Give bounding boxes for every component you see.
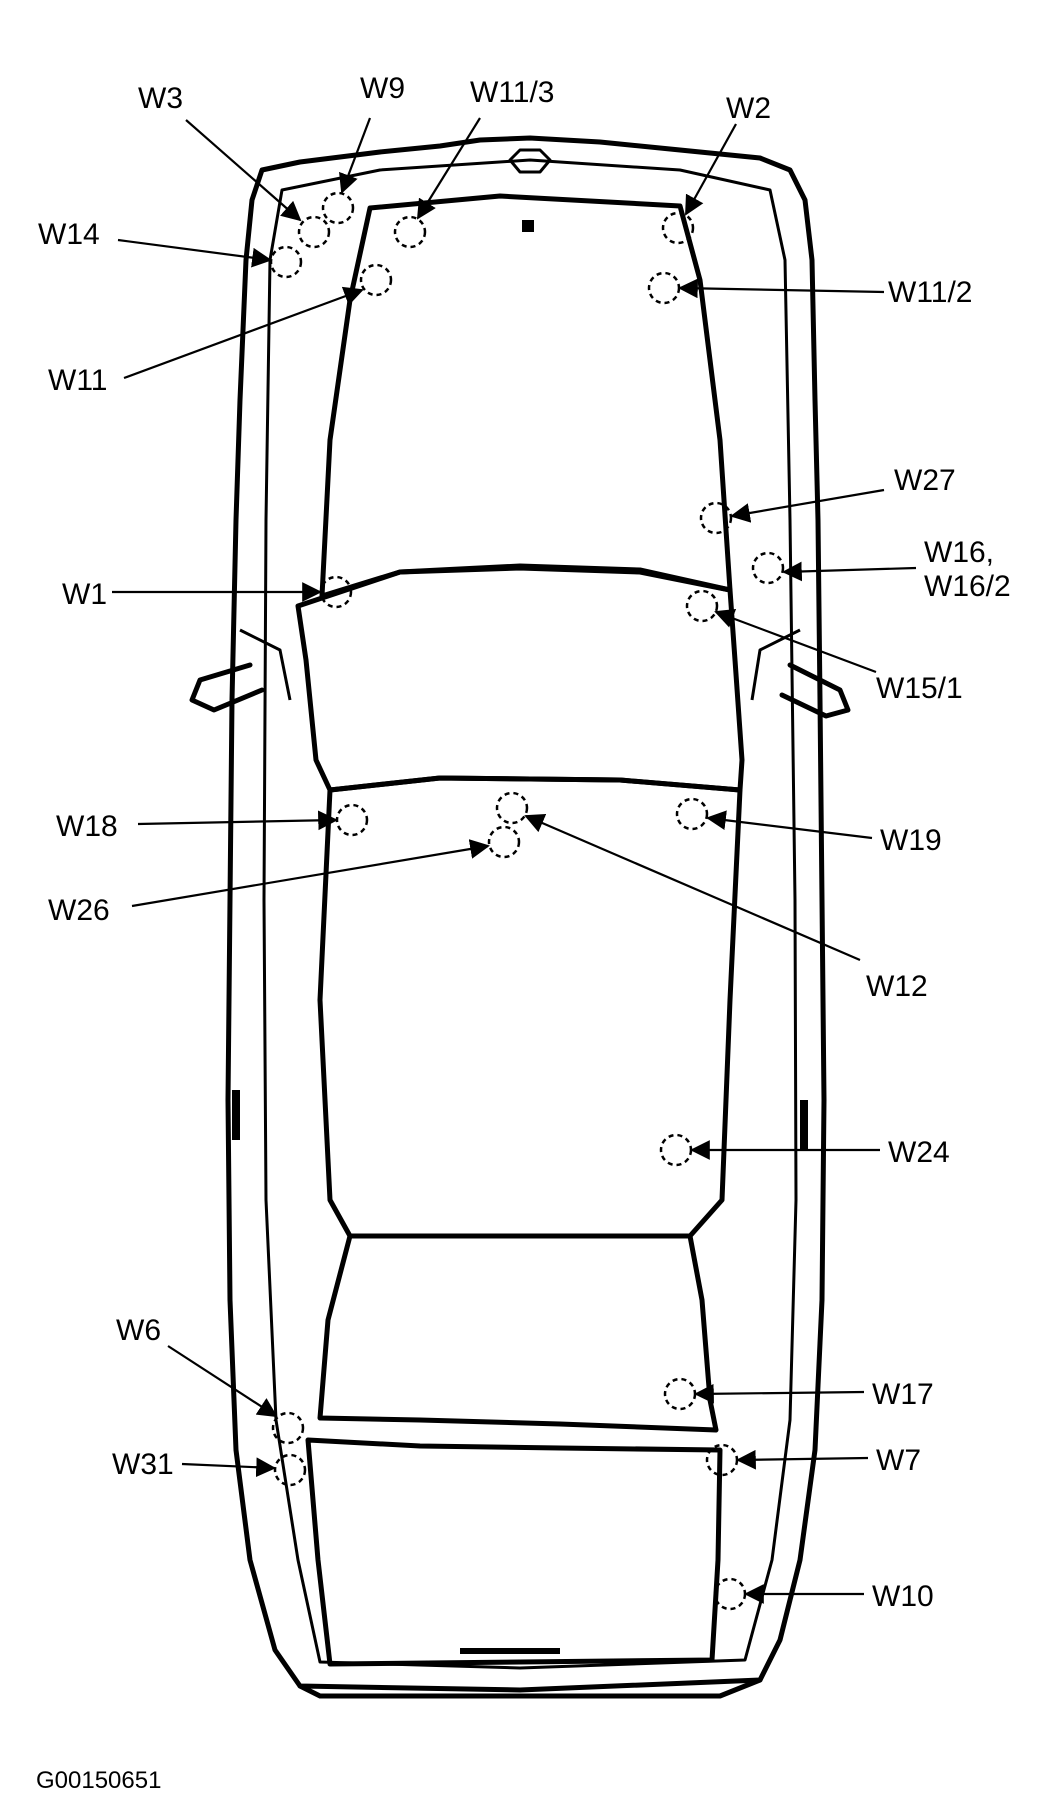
car-body-inner xyxy=(262,158,798,1670)
marker-W16 xyxy=(751,551,785,585)
leader-W14 xyxy=(117,238,272,268)
label-W16: W16, xyxy=(924,536,994,569)
leader-W26 xyxy=(131,839,490,908)
label-W26: W26 xyxy=(48,894,110,927)
leader-W3 xyxy=(185,119,302,222)
leader-W7 xyxy=(736,1449,869,1470)
leader-W11-3 xyxy=(416,117,481,220)
trunk-handle xyxy=(460,1648,560,1654)
marker-W11-3 xyxy=(393,215,427,249)
label-W14: W14 xyxy=(38,218,100,251)
label-W2: W2 xyxy=(726,92,771,125)
marker-W3 xyxy=(297,215,331,249)
leader-W6 xyxy=(167,1345,278,1418)
trunk-lid xyxy=(305,1437,723,1667)
ground-labels: W3 W9 W11/3 W2 W14 W11/2 W11 W27 W16, W1… xyxy=(38,72,1011,1613)
label-W9: W9 xyxy=(360,72,405,105)
leader-W11 xyxy=(123,286,364,380)
marker-W6 xyxy=(271,1411,305,1445)
left-a-pillar xyxy=(239,628,292,701)
label-W24: W24 xyxy=(888,1136,950,1169)
marker-W26 xyxy=(487,825,521,859)
label-W1: W1 xyxy=(62,578,107,611)
windshield xyxy=(295,563,745,793)
label-W15-1: W15/1 xyxy=(876,672,963,705)
grille xyxy=(508,148,552,174)
label-W6: W6 xyxy=(116,1314,161,1347)
leader-lines xyxy=(112,117,917,1604)
leader-W31 xyxy=(181,1457,276,1478)
left-mirror xyxy=(189,662,265,713)
marker-W2 xyxy=(661,211,695,245)
label-W3: W3 xyxy=(138,82,183,115)
marker-W19 xyxy=(675,797,709,831)
marker-W14 xyxy=(269,245,303,279)
leader-W2 xyxy=(685,123,737,216)
rear-window xyxy=(317,1233,719,1433)
label-W19: W19 xyxy=(880,824,942,857)
figure-code: G00150651 xyxy=(36,1767,161,1794)
marker-W9 xyxy=(321,191,355,225)
leader-W12 xyxy=(524,813,861,962)
ground-markers xyxy=(269,191,785,1611)
rear-bumper xyxy=(297,1677,763,1699)
leader-W18 xyxy=(137,810,338,831)
marker-W12 xyxy=(495,791,529,825)
marker-W17 xyxy=(663,1377,697,1411)
marker-W11-2 xyxy=(647,271,681,305)
label-W11: W11 xyxy=(48,364,107,397)
label-W11-2: W11/2 xyxy=(888,276,972,309)
label-W11-3: W11/3 xyxy=(470,76,554,109)
marker-W31 xyxy=(273,1453,307,1487)
label-W10: W10 xyxy=(872,1580,934,1613)
car-body-outer xyxy=(225,135,827,1693)
leader-W19 xyxy=(706,810,873,840)
label-W27: W27 xyxy=(894,464,956,497)
label-W31: W31 xyxy=(112,1448,174,1481)
roof xyxy=(317,775,743,1239)
car-outline xyxy=(189,135,851,1699)
marker-W11 xyxy=(359,263,393,297)
label-W12: W12 xyxy=(866,970,928,1003)
leader-W27 xyxy=(730,488,885,523)
right-a-pillar xyxy=(750,628,801,701)
hood xyxy=(319,193,733,599)
label-W18: W18 xyxy=(56,810,118,843)
label-W17: W17 xyxy=(872,1378,934,1411)
hood-emblem xyxy=(522,220,534,232)
label-W7: W7 xyxy=(876,1444,921,1477)
right-door-handle xyxy=(800,1100,808,1150)
marker-W18 xyxy=(335,803,369,837)
leader-W9 xyxy=(339,117,372,194)
right-mirror xyxy=(779,662,851,719)
label-W16-2: W16/2 xyxy=(924,570,1011,603)
marker-W10 xyxy=(713,1577,747,1611)
left-door-handle xyxy=(232,1090,240,1140)
leader-W16 xyxy=(782,561,917,582)
marker-W15-1 xyxy=(685,589,719,623)
leader-W15-1 xyxy=(714,608,877,674)
leader-W11-2 xyxy=(678,278,885,299)
leader-W17 xyxy=(694,1383,865,1404)
marker-W24 xyxy=(659,1133,693,1167)
